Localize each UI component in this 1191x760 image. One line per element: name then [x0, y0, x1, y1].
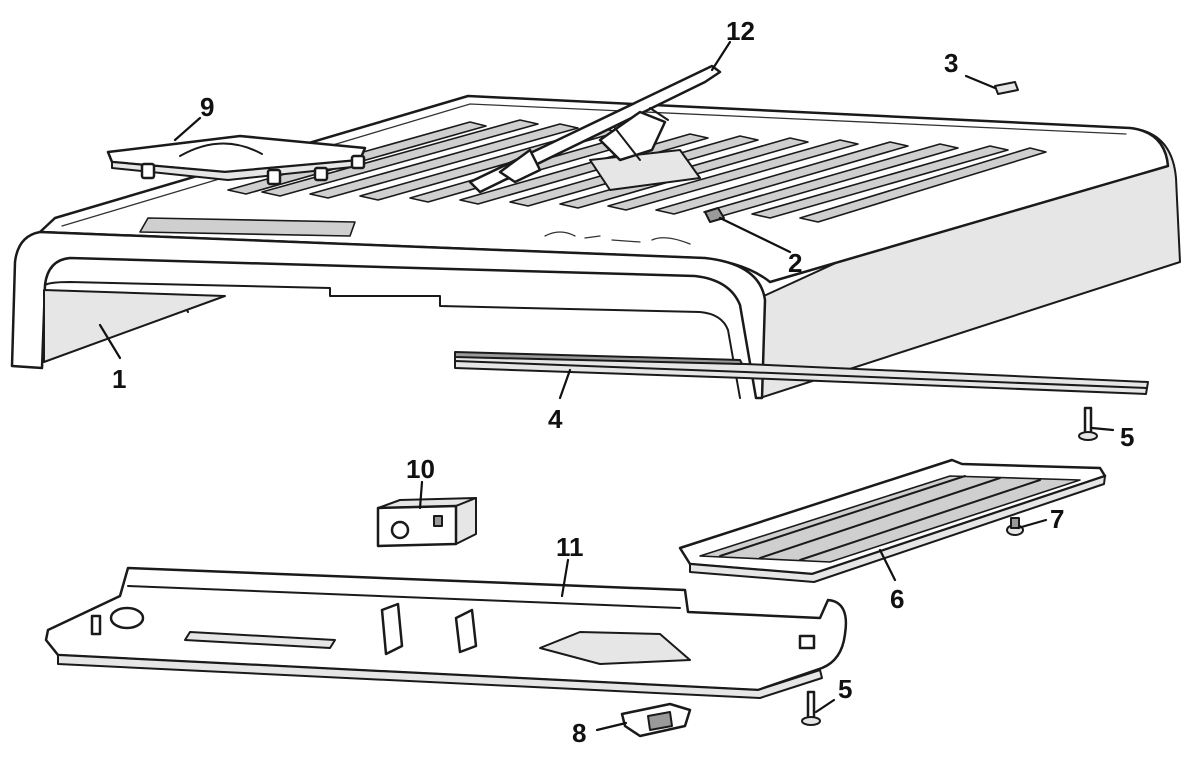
part-4-guide-rail — [454, 351, 1149, 395]
callout-1: 1 — [112, 364, 126, 394]
part-5-screw-lower — [801, 690, 821, 726]
leader-5a — [1090, 426, 1115, 432]
leader-2 — [718, 216, 792, 254]
leader-10 — [418, 480, 424, 510]
part-6-rail-tray — [678, 458, 1107, 583]
part-8-clip — [620, 702, 692, 738]
callout-3: 3 — [944, 48, 958, 78]
leader-4 — [558, 368, 572, 400]
callout-labels: 1 2 3 4 5 5 6 7 8 9 10 11 12 — [112, 16, 1134, 748]
part-5-screw-upper — [1078, 406, 1098, 441]
leader-5b — [814, 698, 836, 714]
callout-6: 6 — [890, 584, 904, 614]
leader-3 — [964, 74, 997, 90]
callout-8: 8 — [572, 718, 586, 748]
callout-12: 12 — [726, 16, 755, 46]
callout-9: 9 — [200, 92, 214, 122]
part-3-clip — [994, 81, 1019, 95]
part-11-base-plate — [44, 566, 848, 699]
callout-4: 4 — [548, 404, 563, 434]
callout-10: 10 — [406, 454, 435, 484]
part-9-flap-cover — [106, 134, 367, 186]
part-10-block — [376, 497, 477, 548]
callout-2: 2 — [788, 248, 802, 278]
callout-5-upper: 5 — [1120, 422, 1134, 452]
leader-12 — [710, 40, 732, 72]
part-12-lever — [468, 64, 722, 194]
leader-6 — [878, 548, 897, 582]
leader-9 — [173, 116, 202, 142]
leader-7 — [1016, 518, 1048, 530]
leader-1 — [98, 323, 122, 360]
leader-lines — [98, 40, 1115, 732]
leader-11 — [560, 558, 570, 598]
leader-8 — [595, 721, 628, 732]
callout-5-lower: 5 — [838, 674, 852, 704]
callout-11: 11 — [556, 532, 584, 562]
callout-7: 7 — [1050, 504, 1064, 534]
